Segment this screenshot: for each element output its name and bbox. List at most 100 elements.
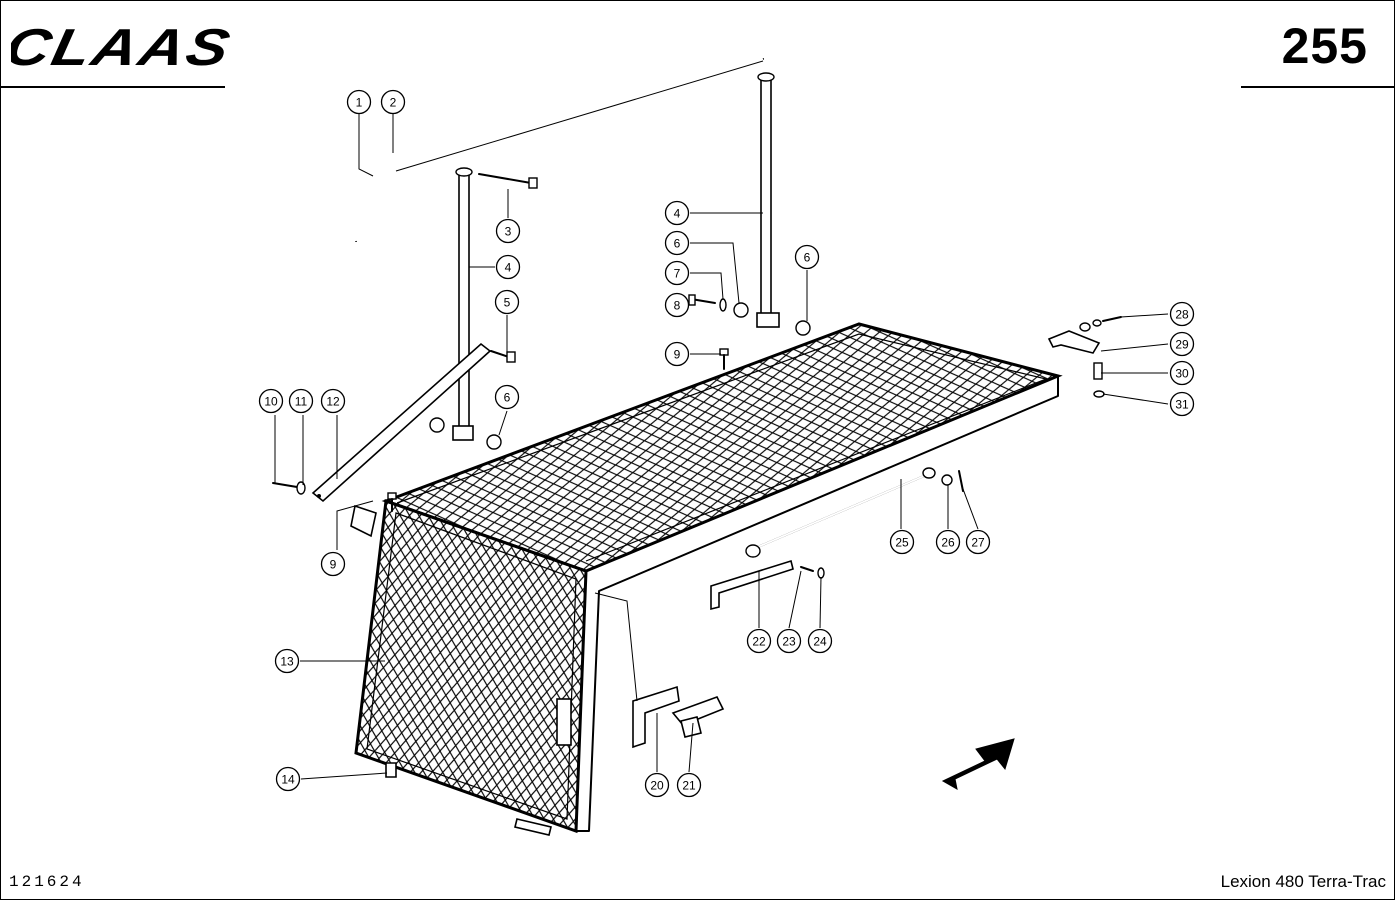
callout-14: 14 [275,766,301,792]
side-frame [575,375,1059,832]
callout-circle [346,89,372,115]
bolt [478,173,538,189]
callout-11: 11 [288,388,314,414]
callout-circle [275,766,301,792]
nut [429,417,502,450]
drawing-id: 121624 [9,873,85,891]
callout-circle [1169,391,1195,417]
callout-circle [664,230,690,256]
leader-lines [274,113,1169,780]
bolt [490,350,516,363]
hinge-bracket [1047,316,1122,398]
callout-24: 24 [807,628,833,654]
callout-circle [495,254,521,280]
strut-bracket [710,559,794,611]
mounting-bracket [632,685,725,749]
callout-4: 4 [664,200,690,226]
bolt [272,481,306,495]
callout-circle [664,200,690,226]
callout-label: 29 [1175,338,1189,352]
callout-30: 30 [1169,360,1195,386]
callout-10: 10 [258,388,284,414]
callout-label: 13 [280,655,294,669]
front-mesh-guard [350,498,588,836]
header-rule-right [1241,86,1395,88]
callout-label: 9 [330,558,337,572]
platform-floor [381,322,1063,573]
railing-tube [353,57,764,242]
callout-circle [644,772,670,798]
callout-label: 14 [281,773,295,787]
callout-25: 25 [889,529,915,555]
callout-label: 24 [813,635,827,649]
direction-arrow [941,738,1015,790]
washer-cotter [800,470,964,579]
callout-9: 9 [320,551,346,577]
callout-label: 1 [356,96,363,110]
callout-circle [288,388,314,414]
callout-1: 1 [346,89,372,115]
callout-29: 29 [1169,331,1195,357]
callout-28: 28 [1169,301,1195,327]
callout-circle [965,529,991,555]
callout-12: 12 [320,388,346,414]
brand-wordmark: CLAAS [11,23,233,71]
callout-circle [320,388,346,414]
callout-circle [1169,360,1195,386]
callout-label: 21 [682,779,696,793]
callout-circle [676,772,702,798]
callout-4: 4 [495,254,521,280]
callout-26: 26 [935,529,961,555]
callout-label: 22 [752,635,766,649]
callout-2: 2 [380,89,406,115]
callout-circle [807,628,833,654]
callout-label: 4 [674,207,681,221]
callout-label: 2 [390,96,397,110]
callout-9: 9 [664,341,690,367]
callout-label: 27 [971,536,985,550]
callout-label: 25 [895,536,909,550]
callout-22: 22 [746,628,772,654]
callout-7: 7 [664,260,690,286]
upright-post-right [756,72,780,328]
claas-logo: CLAAS [11,23,233,71]
callout-label: 26 [941,536,955,550]
callout-6: 6 [794,244,820,270]
callout-circle [494,384,520,410]
callout-circle [664,260,690,286]
callout-circle [746,628,772,654]
page-number: 255 [1281,18,1368,74]
callout-13: 13 [274,648,300,674]
callout-circle [495,218,521,244]
callout-label: 8 [674,299,681,313]
header-rule-left [1,86,225,88]
callout-circle [664,341,690,367]
callout-circle [380,89,406,115]
callout-circle [494,289,520,315]
callout-3: 3 [495,218,521,244]
callout-circle [889,529,915,555]
callout-circle [1169,301,1195,327]
stay-strut [311,342,492,503]
callout-circle [794,244,820,270]
callout-label: 6 [674,237,681,251]
callout-circle [258,388,284,414]
callout-5: 5 [494,289,520,315]
callout-label: 12 [326,395,340,409]
callout-label: 20 [650,779,664,793]
callout-circle [320,551,346,577]
callout-circle [274,648,300,674]
callout-8: 8 [664,292,690,318]
callout-27: 27 [965,529,991,555]
callout-label: 7 [674,267,681,281]
callout-label: 5 [504,296,511,310]
bolt [688,294,811,336]
callout-circle [935,529,961,555]
callout-circle [664,292,690,318]
claas-logo-graphic: CLAAS [11,23,233,71]
callout-circle [776,628,802,654]
callout-6: 6 [494,384,520,410]
